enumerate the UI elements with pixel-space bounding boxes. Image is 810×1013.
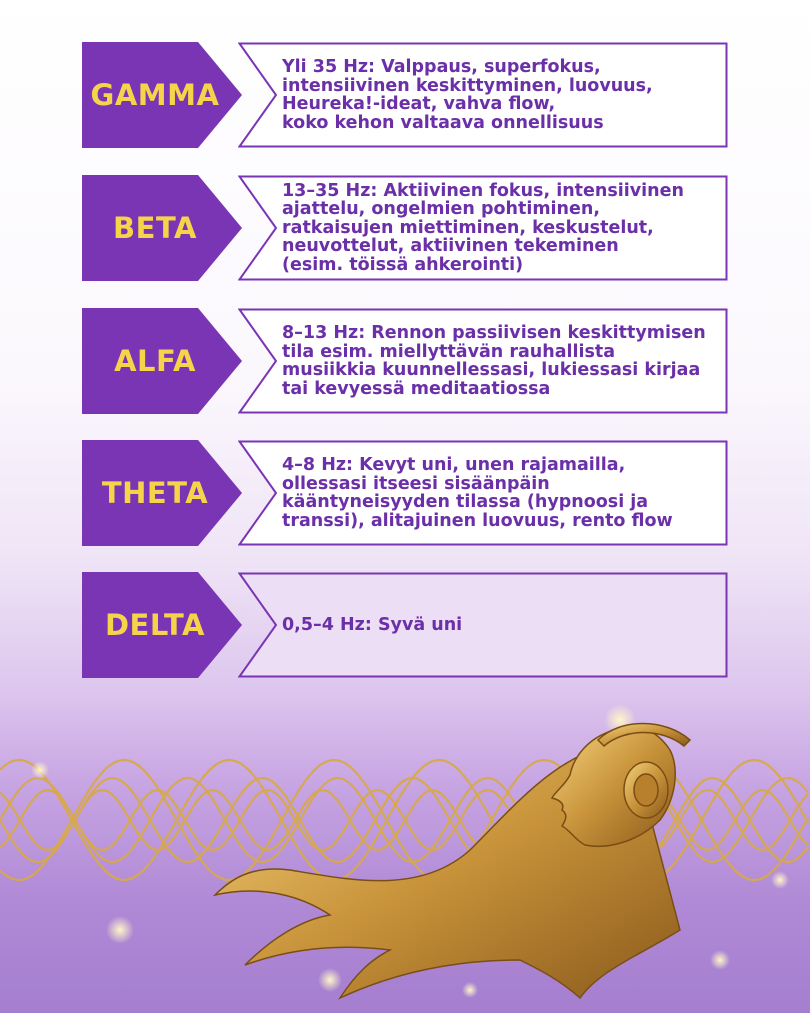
golden-head-with-headphones-illustration — [0, 704, 809, 1000]
wave-description: 4–8 Hz: Kevyt uni, unen rajamailla, olle… — [282, 455, 673, 531]
wave-row-delta: DELTA 0,5–4 Hz: Syvä uni — [0, 572, 810, 678]
label-arrow-shape — [82, 308, 242, 414]
wave-label: ALFA — [114, 344, 196, 378]
golden-wave-lines — [0, 758, 809, 882]
description-chevron-box — [238, 42, 728, 148]
wave-label: DELTA — [104, 608, 206, 642]
wave-row-theta: THETA 4–8 Hz: Kevyt uni, unen rajamailla… — [0, 440, 810, 546]
description-chevron-box — [238, 308, 728, 414]
wave-label: BETA — [113, 211, 197, 245]
wave-description: Yli 35 Hz: Valppaus, superfokus, intensi… — [282, 57, 653, 133]
wave-line — [0, 758, 809, 882]
label-arrow-shape — [82, 42, 242, 148]
wave-line — [0, 788, 809, 852]
wave-description: 0,5–4 Hz: Syvä uni — [282, 614, 463, 635]
wave-line — [0, 776, 809, 864]
wave-label: GAMMA — [90, 78, 220, 112]
wave-row-beta: BETA 13–35 Hz: Aktiivinen fokus, intensi… — [0, 175, 810, 281]
wave-description: 8–13 Hz: Rennon passiivisen keskittymise… — [282, 323, 706, 399]
wave-row-gamma: GAMMA Yli 35 Hz: Valppaus, superfokus, i… — [0, 42, 810, 148]
label-arrow-shape — [82, 175, 242, 281]
description-chevron-box — [238, 572, 728, 678]
label-arrow-shape — [82, 572, 242, 678]
wave-line — [0, 776, 809, 864]
description-chevron-box — [238, 175, 728, 281]
wave-description: 13–35 Hz: Aktiivinen fokus, intensiivine… — [282, 180, 684, 275]
wave-row-alfa: ALFA 8–13 Hz: Rennon passiivisen keskitt… — [0, 308, 810, 414]
golden-head-icon — [212, 722, 692, 1000]
wave-line — [0, 788, 809, 852]
description-chevron-box — [238, 440, 728, 546]
label-arrow-shape — [82, 440, 242, 546]
wave-label: THETA — [101, 476, 209, 510]
